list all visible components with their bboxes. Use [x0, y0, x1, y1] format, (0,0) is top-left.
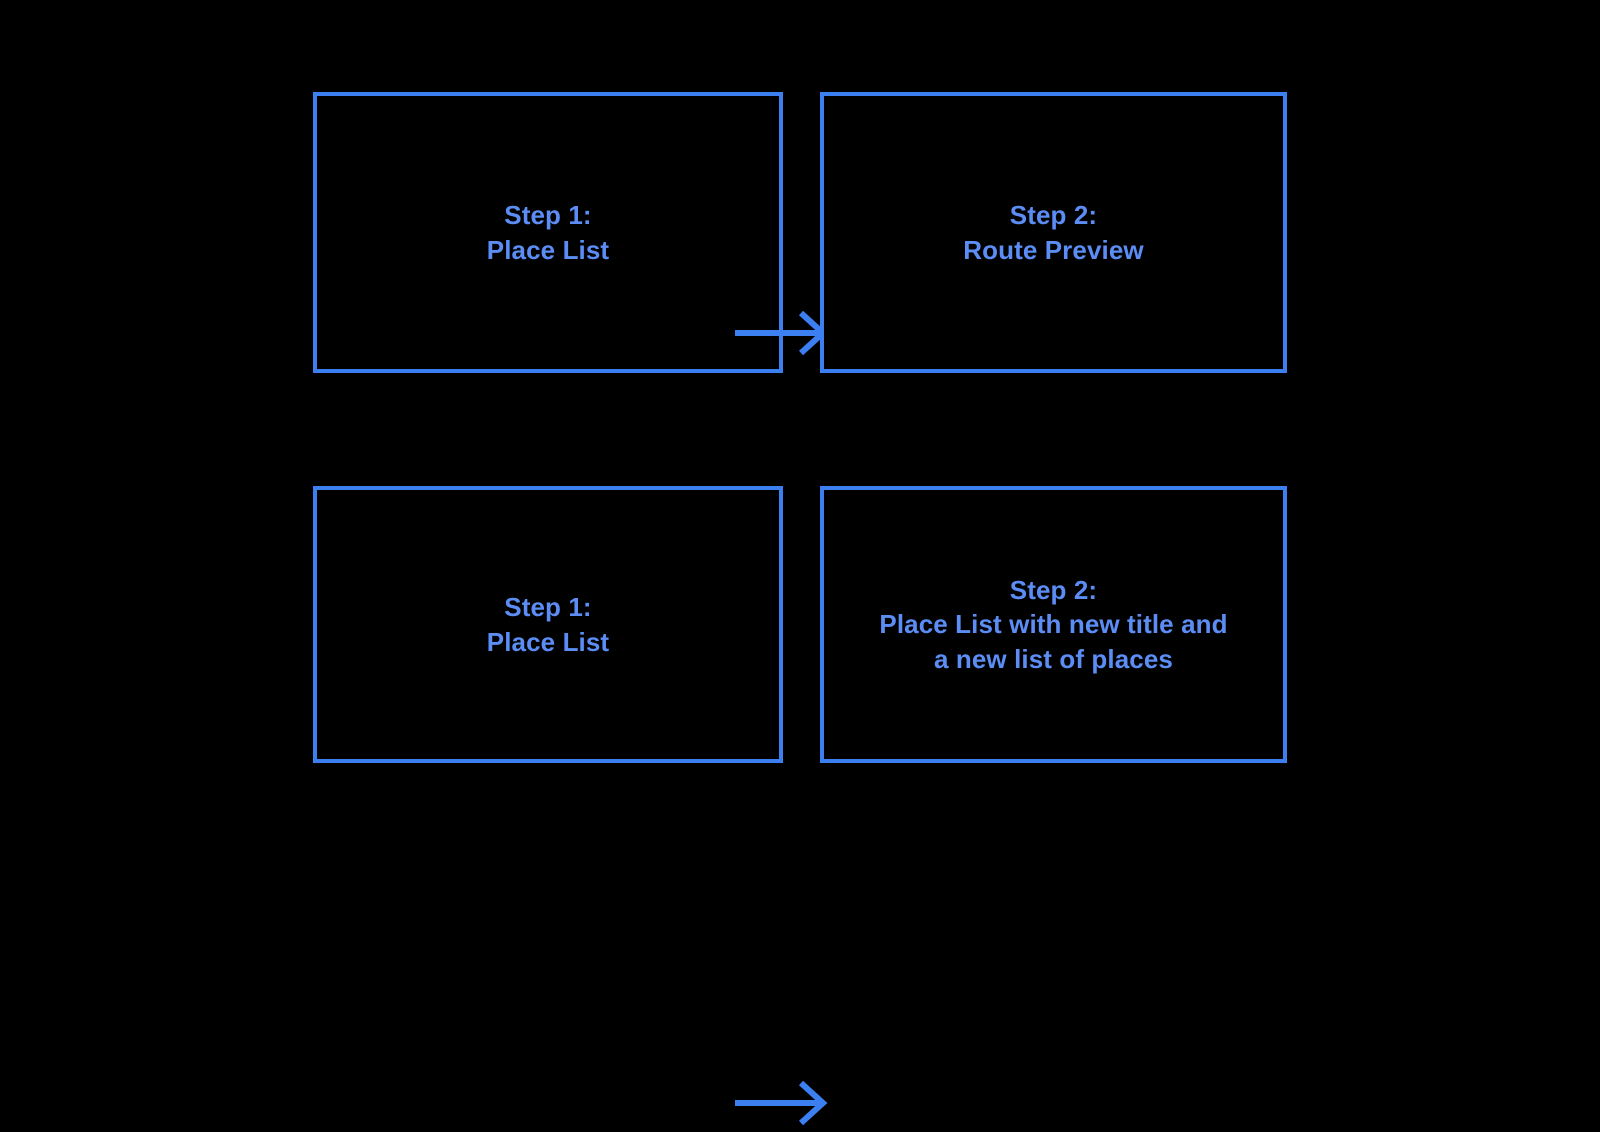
diagram-canvas: Step 1: Place List Step 2: Route Preview… — [0, 92, 1600, 1126]
flow1-step1-box[interactable]: Step 1: Place List — [313, 92, 783, 373]
flow1-step2-label: Step 2: Route Preview — [963, 199, 1144, 265]
flow1-step2-box[interactable]: Step 2: Route Preview — [820, 92, 1287, 373]
flow2-step2-box[interactable]: Step 2: Place List with new title and a … — [820, 486, 1287, 763]
flow-route-preview: Step 1: Place List Step 2: Route Preview — [0, 92, 1600, 374]
flow1-step1-label: Step 1: Place List — [486, 199, 610, 265]
flow2-step1-box[interactable]: Step 1: Place List — [313, 486, 783, 763]
flow2-step1-label: Step 1: Place List — [486, 591, 610, 657]
flow-new-place-list: Step 1: Place List Step 2: Place List wi… — [0, 486, 1600, 1126]
arrow-right-icon — [735, 1080, 828, 1126]
flow2-step2-label: Step 2: Place List with new title and a … — [879, 574, 1228, 674]
flow2-connector — [735, 1074, 835, 1132]
